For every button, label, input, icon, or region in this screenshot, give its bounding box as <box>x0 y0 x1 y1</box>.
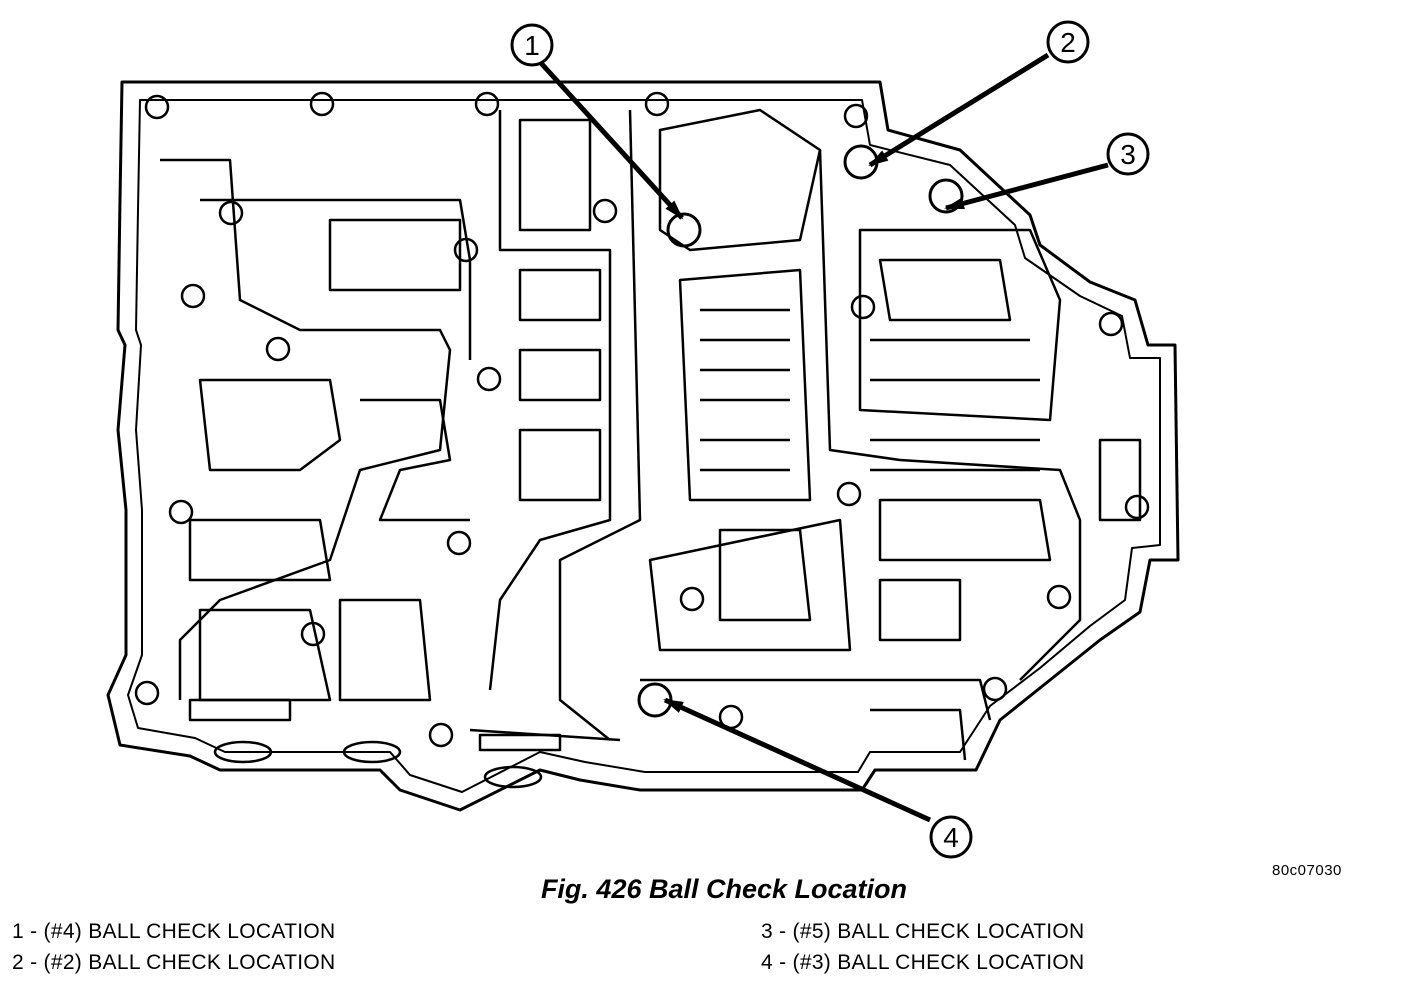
callout-4-label: 4 <box>943 822 959 853</box>
valve-body-inner-outline <box>127 99 1161 793</box>
ball-check-4-marker <box>666 212 702 248</box>
callout-2-label: 2 <box>1060 27 1076 58</box>
ports <box>213 740 543 789</box>
figure-caption: Fig. 426 Ball Check Location <box>540 874 908 904</box>
callout-3-label: 3 <box>1120 139 1136 170</box>
callout-1-label: 1 <box>524 30 540 61</box>
legend-item-4: 4 - (#3) BALL CHECK LOCATION <box>761 951 1085 974</box>
valve-body-outline <box>106 80 1180 812</box>
callout-4-arrow <box>663 697 932 823</box>
callout-1-bubble <box>510 23 554 67</box>
legend-item-2: 2 - (#2) BALL CHECK LOCATION <box>12 951 336 974</box>
fluid-passages <box>160 108 1142 761</box>
legend-item-3: 3 - (#5) BALL CHECK LOCATION <box>761 920 1085 943</box>
valve-body-diagram: 1 2 3 4 <box>106 20 1180 859</box>
callout-3-bubble <box>1106 132 1150 176</box>
callout-4-bubble <box>929 815 973 859</box>
callout-3-arrow <box>944 162 1109 211</box>
callout-2-arrow <box>868 52 1050 168</box>
legend-item-1: 1 - (#4) BALL CHECK LOCATION <box>12 920 336 943</box>
ball-check-5-marker <box>928 178 964 214</box>
callout-1-arrow <box>538 60 684 220</box>
figure-id: 80c07030 <box>1272 862 1342 879</box>
callout-2-bubble <box>1046 20 1090 64</box>
bolt-holes <box>134 91 1150 748</box>
